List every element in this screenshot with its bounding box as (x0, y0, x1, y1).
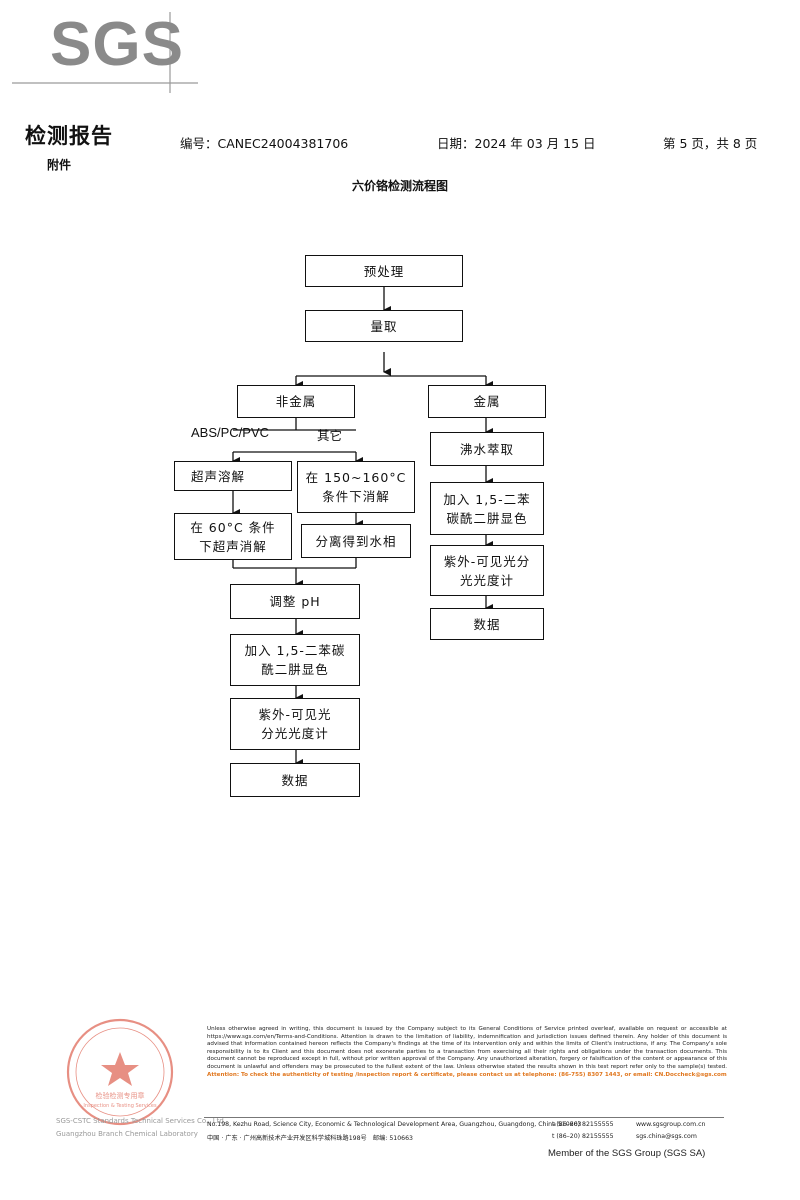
footer-phone-1: t (86–20) 82155555 (552, 1121, 614, 1128)
footer-disclaimer: Unless otherwise agreed in writing, this… (207, 1026, 727, 1078)
member-line: Member of the SGS Group (SGS SA) (548, 1148, 706, 1159)
box-boiling-extract: 沸水萃取 (430, 432, 544, 466)
seal-text: 检验检测专用章 (96, 1091, 145, 1100)
box-uvvis-right: 紫外-可见光分光光度计 (430, 545, 544, 596)
branch-label-other: 其它 (317, 428, 343, 443)
report-title: 检测报告 (25, 124, 113, 148)
footer-email[interactable]: sgs.china@sgs.com (636, 1133, 697, 1140)
appendix-label: 附件 (47, 158, 72, 172)
box-add-dpc-left: 加入 1,5-二苯碳酰二肼显色 (230, 634, 360, 686)
logo-frame-lines (12, 12, 198, 93)
box-measure: 量取 (305, 310, 463, 342)
flowchart-connectors (232, 287, 493, 767)
inspection-seal-stamp: 检验检测专用章 Inspection & Testing Services (66, 1018, 174, 1126)
box-data-left: 数据 (230, 763, 360, 797)
footer-website[interactable]: www.sgsgroup.com.cn (636, 1121, 706, 1128)
box-ultrasonic-60c: 在 60°C 条件下超声消解 (174, 513, 292, 560)
footer-address-en: No.198, Kezhu Road, Science City, Econom… (207, 1121, 582, 1128)
box-ultrasonic-dissolve: 超声溶解 (174, 461, 292, 491)
footer-phone-2: t (86–20) 82155555 (552, 1133, 614, 1140)
report-number: 编号：CANEC24004381706 (180, 136, 349, 151)
box-separate-aqueous: 分离得到水相 (301, 524, 411, 558)
box-nonmetal: 非金属 (237, 385, 355, 418)
flowchart-title: 六价铬检测流程图 (351, 179, 448, 193)
page-indicator: 第 5 页，共 8 页 (663, 136, 758, 151)
box-metal: 金属 (428, 385, 546, 418)
box-pretreatment: 预处理 (305, 255, 463, 287)
footer-address-cn: 中国 · 广东 · 广州高新技术产业开发区科学城科珠路198号 邮编: 5106… (207, 1135, 413, 1142)
sgs-logo: SGS (50, 10, 184, 79)
branch-label-abs: ABS/PC/PVC (191, 425, 270, 440)
seal-company-line: SGS-CSTC Standards Technical Services Co… (56, 1117, 227, 1125)
footer-warning: Attention: To check the authenticity of … (207, 1071, 727, 1078)
seal-lab-line: Guangzhou Branch Chemical Laboratory (56, 1130, 198, 1138)
box-adjust-ph: 调整 pH (230, 584, 360, 619)
report-date: 日期：2024 年 03 月 15 日 (437, 136, 596, 151)
footer-divider (204, 1117, 724, 1118)
seal-sub: Inspection & Testing Services (83, 1103, 157, 1109)
box-data-right: 数据 (430, 608, 544, 640)
box-uvvis-left: 紫外-可见光分光光度计 (230, 698, 360, 750)
box-add-dpc-right: 加入 1,5-二苯碳酰二肼显色 (430, 482, 544, 535)
